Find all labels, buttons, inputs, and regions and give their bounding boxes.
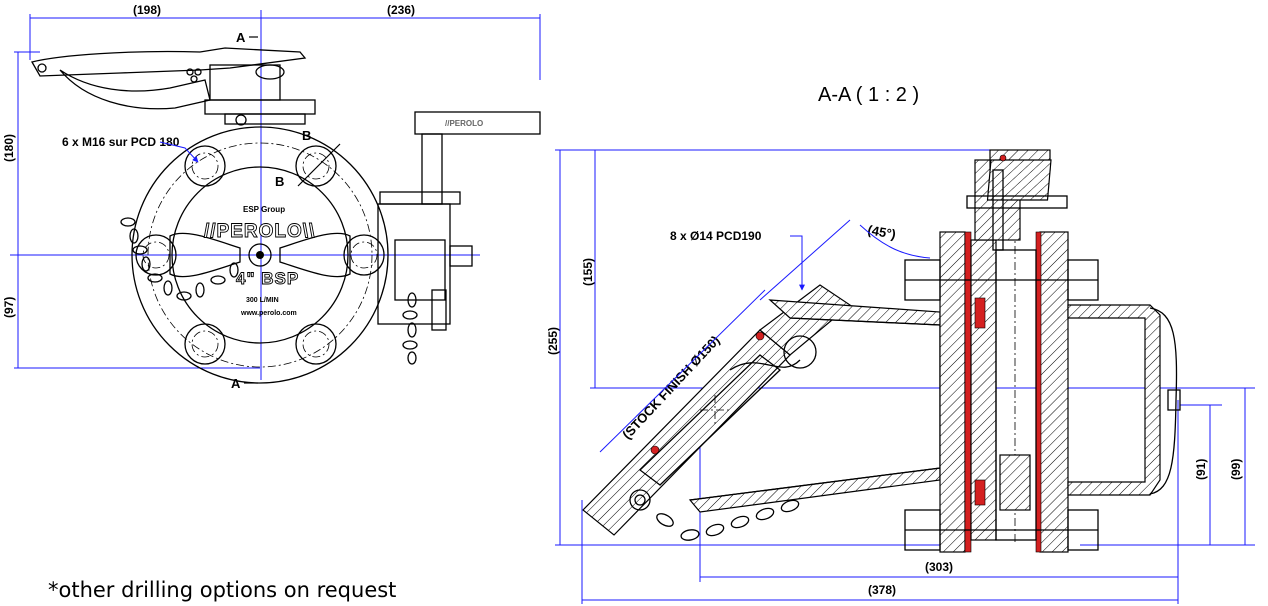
valve-seat [999,454,1031,511]
bolt-callout-section: 8 x Ø14 PCD190 [670,229,762,243]
cap-wing-left [169,232,241,278]
cap-small-text-2: www.perolo.com [240,310,297,317]
chain-left [120,217,239,301]
footnote: *other drilling options on request [48,578,397,602]
cap-center-hub [248,243,272,267]
stock-finish-dim-line [599,289,766,453]
section-title: A-A ( 1 : 2 ) [818,84,919,106]
dim-198: (198) [133,3,161,17]
bolt-callout-front: 6 x M16 sur PCD 180 [62,135,180,149]
dim-180: (180) [2,134,16,162]
cap-size-text: 4" BSP [236,269,299,288]
inlet-body-bottom [688,467,941,513]
dim-99: (99) [1229,459,1243,480]
dim-255: (255) [546,327,560,355]
section-mark-top: A [236,30,246,45]
inlet-pivot [783,335,817,369]
cap-inner-circle [171,166,349,344]
chain-bottom [629,489,800,541]
cap-wing-right [279,232,351,278]
flange-left [939,231,966,553]
lever-arm [31,47,307,77]
dim-155: (155) [581,258,595,286]
cap-group-text: ESP Group [243,205,285,214]
detail-mark-b-2: B [275,174,284,189]
angle-45: (45°) [866,222,897,242]
svg-text://PEROLO: //PEROLO [445,119,483,128]
lever-pivot-hole [37,63,47,73]
lever-base [204,99,316,115]
dim-236: (236) [387,3,415,17]
cap-outer-circle [131,126,389,384]
flange-right [1039,231,1069,553]
coupler-mechanism: //PEROLO [377,111,541,365]
section-bolts [904,259,1099,551]
cap-small-text-1: 300 L/MIN [246,297,279,304]
dim-303: (303) [925,560,953,574]
lever-grip [59,69,211,110]
section-mark-bottom: A [231,376,241,391]
dim-91: (91) [1194,459,1208,480]
front-view: (198) (236) (180) (97) A A [2,3,541,391]
detail-mark-b-1: B [302,128,311,143]
pcd-circle [147,142,373,368]
section-view: A-A ( 1 : 2 ) (255) (155) (91) (99) (303… [546,84,1255,604]
dim-97: (97) [2,297,16,318]
bolt-holes [135,114,385,365]
dim-378: (378) [868,583,896,597]
lever-body [209,64,281,101]
cap-brand-text: //PEROLO\\ [204,221,315,242]
outlet-body [1067,304,1161,496]
